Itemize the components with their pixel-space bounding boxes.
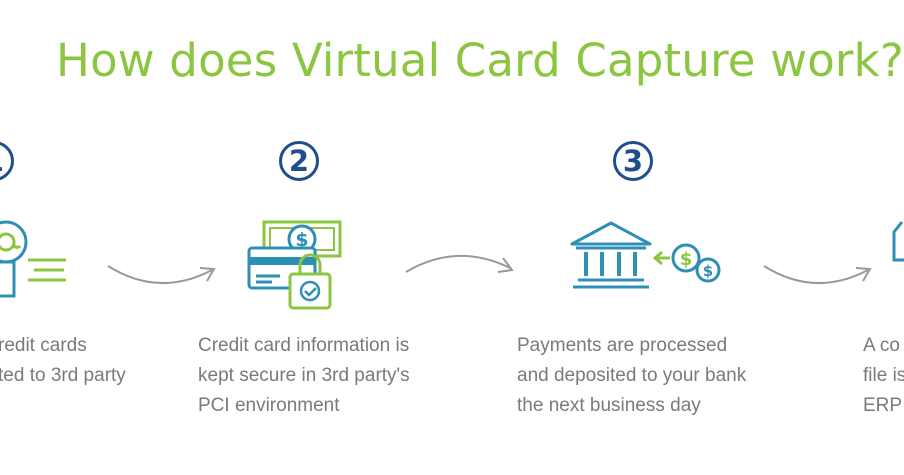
step-1-line-1: redit cards [0,335,87,356]
svg-text:$: $ [295,229,308,251]
svg-text:$: $ [680,249,693,270]
arrow-1-to-2-icon [107,265,216,285]
cash-card-lock-icon: $ [247,220,342,310]
step-4-line-2: file is [863,365,904,386]
arrow-2-to-3-icon [405,254,514,273]
step-2-line-1: Credit card information is [198,335,410,356]
step-2-number: 2 [279,141,319,181]
step-4-description: A co file is ERP [863,331,904,421]
arrow-3-to-4-icon [763,265,872,285]
step-3-line-2: and deposited to your bank [517,365,747,386]
step-3-line-3: the next business day [517,395,701,416]
step-4-line-3: ERP [863,395,903,416]
step-1-number: 1 [0,141,14,181]
step-3-description: Payments are processed and deposited to … [517,331,746,421]
step-3-line-1: Payments are processed [517,335,728,356]
email-list-icon [0,220,66,298]
document-icon [892,221,904,262]
page-title: How does Virtual Card Capture work? [56,34,904,87]
step-1-description: redit cards ted to 3rd party [0,331,126,391]
step-2-line-2: kept secure in 3rd party's [198,365,410,386]
step-3-number: 3 [613,141,653,181]
step-2-line-3: PCI environment [198,395,340,416]
step-1-line-2: ted to 3rd party [0,365,126,386]
bank-payment-icon: $ $ [570,221,721,289]
step-2-description: Credit card information is kept secure i… [198,331,410,421]
step-4-line-1: A co [863,335,900,356]
svg-text:$: $ [703,262,713,280]
